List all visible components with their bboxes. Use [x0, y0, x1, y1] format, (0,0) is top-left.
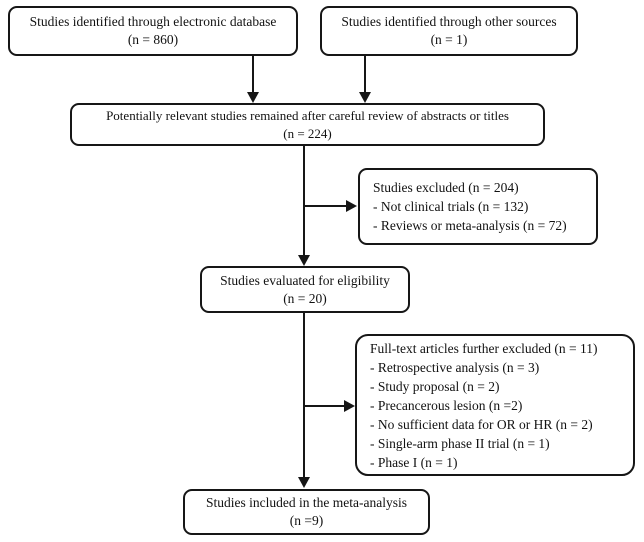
fulltext-excluded-item: - Phase I (n = 1)	[370, 454, 458, 470]
box-relevant-label: Potentially relevant studies remained af…	[106, 107, 509, 123]
box-eligibility-label: Studies evaluated for eligibility	[220, 272, 390, 288]
arrow-right-icon	[346, 200, 357, 212]
arrow-down-icon	[298, 255, 310, 266]
excluded-item: - Not clinical trials (n = 132)	[373, 199, 529, 214]
box-other-label: Studies identified through other sources	[341, 14, 557, 29]
fulltext-excluded-item: - Study proposal (n = 2)	[370, 378, 500, 394]
arrow-right-icon	[344, 400, 355, 412]
arrow-down-icon	[359, 92, 371, 103]
connector-other-line	[364, 56, 366, 93]
box-included-label: Studies included in the meta-analysis	[206, 495, 407, 510]
box-electronic-count: (n = 860)	[127, 32, 179, 47]
connector-relevant-to-eligibility-line	[303, 146, 305, 256]
fulltext-excluded-title: Full-text articles further excluded (n =…	[370, 340, 598, 356]
box-relevant-count: (n = 224)	[283, 125, 332, 141]
fulltext-excluded-item: - Retrospective analysis (n = 3)	[370, 359, 540, 375]
box-studies-excluded: Studies excluded (n = 204) - Not clinica…	[358, 168, 598, 245]
box-included-count: (n =9)	[289, 513, 324, 528]
box-eligibility-count: (n = 20)	[283, 290, 327, 306]
fulltext-excluded-item: - Precancerous lesion (n =2)	[370, 397, 523, 413]
box-studies-other-sources: Studies identified through other sources…	[320, 6, 578, 56]
box-electronic-label: Studies identified through electronic da…	[29, 14, 277, 29]
box-other-count: (n = 1)	[430, 32, 468, 47]
connector-eligibility-to-included-line	[303, 313, 305, 478]
connector-branch-fulltext-excluded-line	[304, 405, 344, 407]
box-potentially-relevant-studies: Potentially relevant studies remained af…	[70, 103, 545, 146]
box-fulltext-articles-excluded: Full-text articles further excluded (n =…	[355, 334, 635, 476]
arrow-down-icon	[298, 477, 310, 488]
box-studies-electronic-database: Studies identified through electronic da…	[8, 6, 298, 56]
fulltext-excluded-item: - Single-arm phase II trial (n = 1)	[370, 435, 550, 451]
box-studies-included-meta-analysis: Studies included in the meta-analysis (n…	[183, 489, 430, 535]
connector-electronic-line	[252, 56, 254, 93]
fulltext-excluded-item: - No sufficient data for OR or HR (n = 2…	[370, 416, 593, 432]
box-studies-evaluated-eligibility: Studies evaluated for eligibility (n = 2…	[200, 266, 410, 313]
connector-branch-excluded-line	[304, 205, 346, 207]
excluded-item: - Reviews or meta-analysis (n = 72)	[373, 218, 567, 233]
arrow-down-icon	[247, 92, 259, 103]
excluded-title: Studies excluded (n = 204)	[373, 180, 519, 195]
